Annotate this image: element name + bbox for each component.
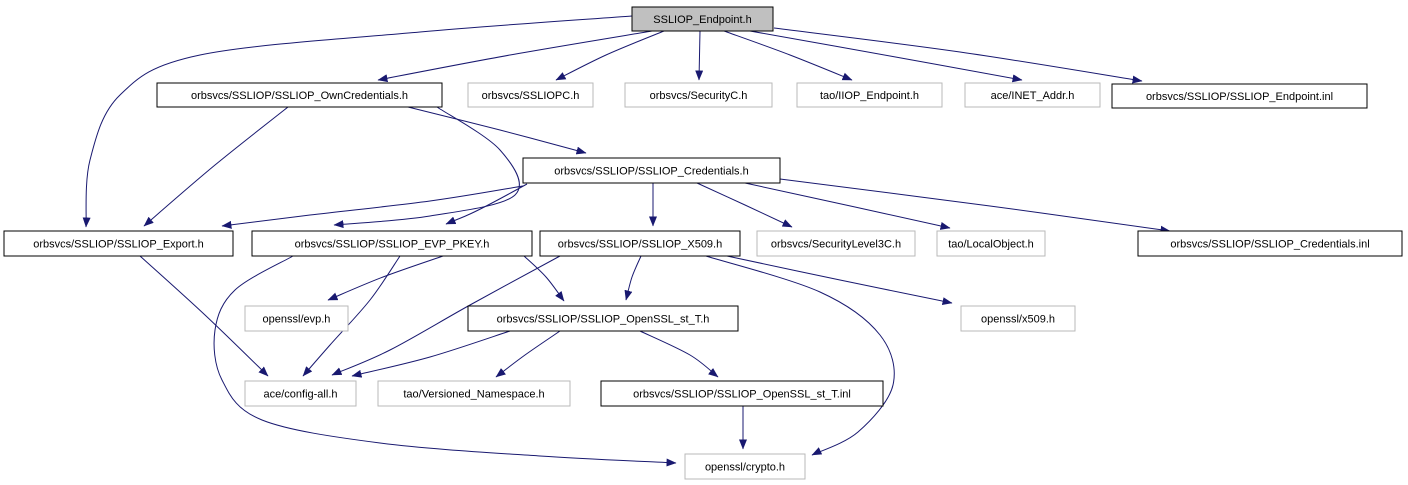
- node-box-evppkey[interactable]: [251, 230, 533, 257]
- node-endpointinl[interactable]: orbsvcs/SSLIOP/SSLIOP_Endpoint.inl: [1111, 83, 1368, 109]
- node-label-ssliopc: orbsvcs/SSLIOPC.h: [482, 90, 580, 102]
- edge-endpoint-to-iiop: [723, 30, 853, 81]
- edges-layer: [82, 15, 1171, 467]
- edge-evppkey-to-configall: [302, 255, 401, 377]
- node-label-configall: ace/config-all.h: [264, 388, 338, 400]
- node-box-owncred[interactable]: [156, 82, 443, 108]
- node-crypto[interactable]: openssl/crypto.h: [684, 453, 806, 480]
- node-owncred[interactable]: orbsvcs/SSLIOP/SSLIOP_OwnCredentials.h: [156, 82, 443, 108]
- node-label-opensslstinl: orbsvcs/SSLIOP/SSLIOP_OpenSSL_st_T.inl: [633, 388, 851, 400]
- node-label-evp: openssl/evp.h: [263, 313, 331, 325]
- node-opensslstinl[interactable]: orbsvcs/SSLIOP/SSLIOP_OpenSSL_st_T.inl: [600, 380, 884, 407]
- node-ssliopc[interactable]: orbsvcs/SSLIOPC.h: [467, 82, 594, 108]
- node-credinl[interactable]: orbsvcs/SSLIOP/SSLIOP_Credentials.inl: [1137, 230, 1403, 257]
- node-evp[interactable]: openssl/evp.h: [244, 305, 349, 332]
- node-label-opensslst: orbsvcs/SSLIOP/SSLIOP_OpenSSL_st_T.h: [497, 313, 710, 325]
- node-securityc[interactable]: orbsvcs/SecurityC.h: [624, 82, 773, 108]
- node-label-x509h: openssl/x509.h: [981, 313, 1055, 325]
- node-label-iiop: tao/IIOP_Endpoint.h: [820, 90, 919, 102]
- node-box-x509[interactable]: [539, 230, 741, 257]
- node-label-localobject: tao/LocalObject.h: [948, 238, 1034, 250]
- node-endpoint[interactable]: SSLIOP_Endpoint.h: [631, 6, 774, 32]
- node-box-endpoint[interactable]: [631, 6, 774, 32]
- edge-opensslst-to-configall: [351, 330, 511, 378]
- node-box-endpointinl[interactable]: [1111, 83, 1368, 109]
- edge-evppkey-to-evp: [327, 255, 444, 301]
- edge-credentials-to-evppkey: [445, 183, 528, 225]
- edge-credentials-to-localobject: [744, 182, 951, 230]
- node-box-credinl[interactable]: [1137, 230, 1403, 257]
- edge-endpoint-to-inet: [749, 30, 1023, 83]
- node-label-x509: orbsvcs/SSLIOP/SSLIOP_X509.h: [558, 238, 722, 250]
- node-credentials[interactable]: orbsvcs/SSLIOP/SSLIOP_Credentials.h: [522, 157, 781, 184]
- edge-evppkey-to-crypto: [213, 255, 677, 467]
- node-label-owncred: orbsvcs/SSLIOP/SSLIOP_OwnCredentials.h: [191, 90, 408, 102]
- edge-credentials-to-seclevel3: [696, 182, 793, 228]
- node-label-export: orbsvcs/SSLIOP/SSLIOP_Export.h: [33, 238, 204, 250]
- edge-export-to-configall: [139, 255, 269, 377]
- nodes-layer: SSLIOP_Endpoint.h orbsvcs/SSLIOP/SSLIOP_O…: [3, 6, 1403, 480]
- node-label-credinl: orbsvcs/SSLIOP/SSLIOP_Credentials.inl: [1170, 238, 1369, 250]
- node-box-configall[interactable]: [244, 380, 357, 407]
- node-box-x509h[interactable]: [960, 305, 1076, 332]
- edge-owncred-to-credentials: [407, 106, 587, 155]
- edge-x509-to-configall: [331, 255, 561, 376]
- node-versioned[interactable]: tao/Versioned_Namespace.h: [377, 380, 571, 407]
- edge-x509-to-crypto: [705, 255, 895, 456]
- node-seclevel3[interactable]: orbsvcs/SecurityLevel3C.h: [756, 230, 916, 257]
- node-box-crypto[interactable]: [684, 453, 806, 480]
- node-label-endpoint: SSLIOP_Endpoint.h: [653, 14, 751, 26]
- node-box-iiop[interactable]: [796, 82, 943, 108]
- node-label-endpointinl: orbsvcs/SSLIOP/SSLIOP_Endpoint.inl: [1146, 91, 1333, 103]
- edge-opensslst-to-versioned: [495, 330, 561, 378]
- edge-credentials-to-credinl: [779, 178, 1171, 234]
- node-box-opensslst[interactable]: [467, 305, 739, 332]
- edge-evppkey-to-opensslst: [523, 255, 565, 302]
- edge-owncred-to-evppkey: [333, 106, 520, 229]
- edge-x509-to-x509h: [726, 255, 953, 306]
- node-label-seclevel3: orbsvcs/SecurityLevel3C.h: [771, 238, 901, 250]
- node-label-evppkey: orbsvcs/SSLIOP/SSLIOP_EVP_PKEY.h: [295, 238, 490, 250]
- node-label-securityc: orbsvcs/SecurityC.h: [650, 90, 748, 102]
- node-x509h[interactable]: openssl/x509.h: [960, 305, 1076, 332]
- node-label-crypto: openssl/crypto.h: [705, 461, 785, 473]
- edge-endpoint-to-endpointinl: [773, 27, 1143, 84]
- node-iiop[interactable]: tao/IIOP_Endpoint.h: [796, 82, 943, 108]
- node-box-credentials[interactable]: [522, 157, 781, 184]
- node-inet[interactable]: ace/INET_Addr.h: [964, 82, 1101, 108]
- node-box-ssliopc[interactable]: [467, 82, 594, 108]
- node-label-versioned: tao/Versioned_Namespace.h: [403, 388, 544, 400]
- edge-endpoint-to-ssliopc: [555, 30, 665, 81]
- node-box-localobject[interactable]: [936, 230, 1046, 257]
- node-box-export[interactable]: [3, 230, 234, 257]
- node-evppkey[interactable]: orbsvcs/SSLIOP/SSLIOP_EVP_PKEY.h: [251, 230, 533, 257]
- node-configall[interactable]: ace/config-all.h: [244, 380, 357, 407]
- edge-owncred-to-export: [143, 106, 289, 227]
- node-box-opensslstinl[interactable]: [600, 380, 884, 407]
- node-opensslst[interactable]: orbsvcs/SSLIOP/SSLIOP_OpenSSL_st_T.h: [467, 305, 739, 332]
- edge-endpoint-to-export: [82, 15, 633, 228]
- node-box-inet[interactable]: [964, 82, 1101, 108]
- edge-opensslst-to-opensslstinl: [639, 330, 719, 378]
- node-x509[interactable]: orbsvcs/SSLIOP/SSLIOP_X509.h: [539, 230, 741, 257]
- node-box-securityc[interactable]: [624, 82, 773, 108]
- node-box-evp[interactable]: [244, 305, 349, 332]
- edge-endpoint-to-owncred: [377, 30, 653, 83]
- edge-credentials-to-export: [221, 185, 524, 229]
- edge-endpoint-to-securityc: [695, 30, 704, 81]
- node-box-seclevel3[interactable]: [756, 230, 916, 257]
- node-localobject[interactable]: tao/LocalObject.h: [936, 230, 1046, 257]
- node-label-credentials: orbsvcs/SSLIOP/SSLIOP_Credentials.h: [554, 165, 748, 177]
- node-label-inet: ace/INET_Addr.h: [991, 90, 1075, 102]
- node-box-versioned[interactable]: [377, 380, 571, 407]
- edge-x509-to-opensslst: [624, 255, 642, 301]
- node-export[interactable]: orbsvcs/SSLIOP/SSLIOP_Export.h: [3, 230, 234, 257]
